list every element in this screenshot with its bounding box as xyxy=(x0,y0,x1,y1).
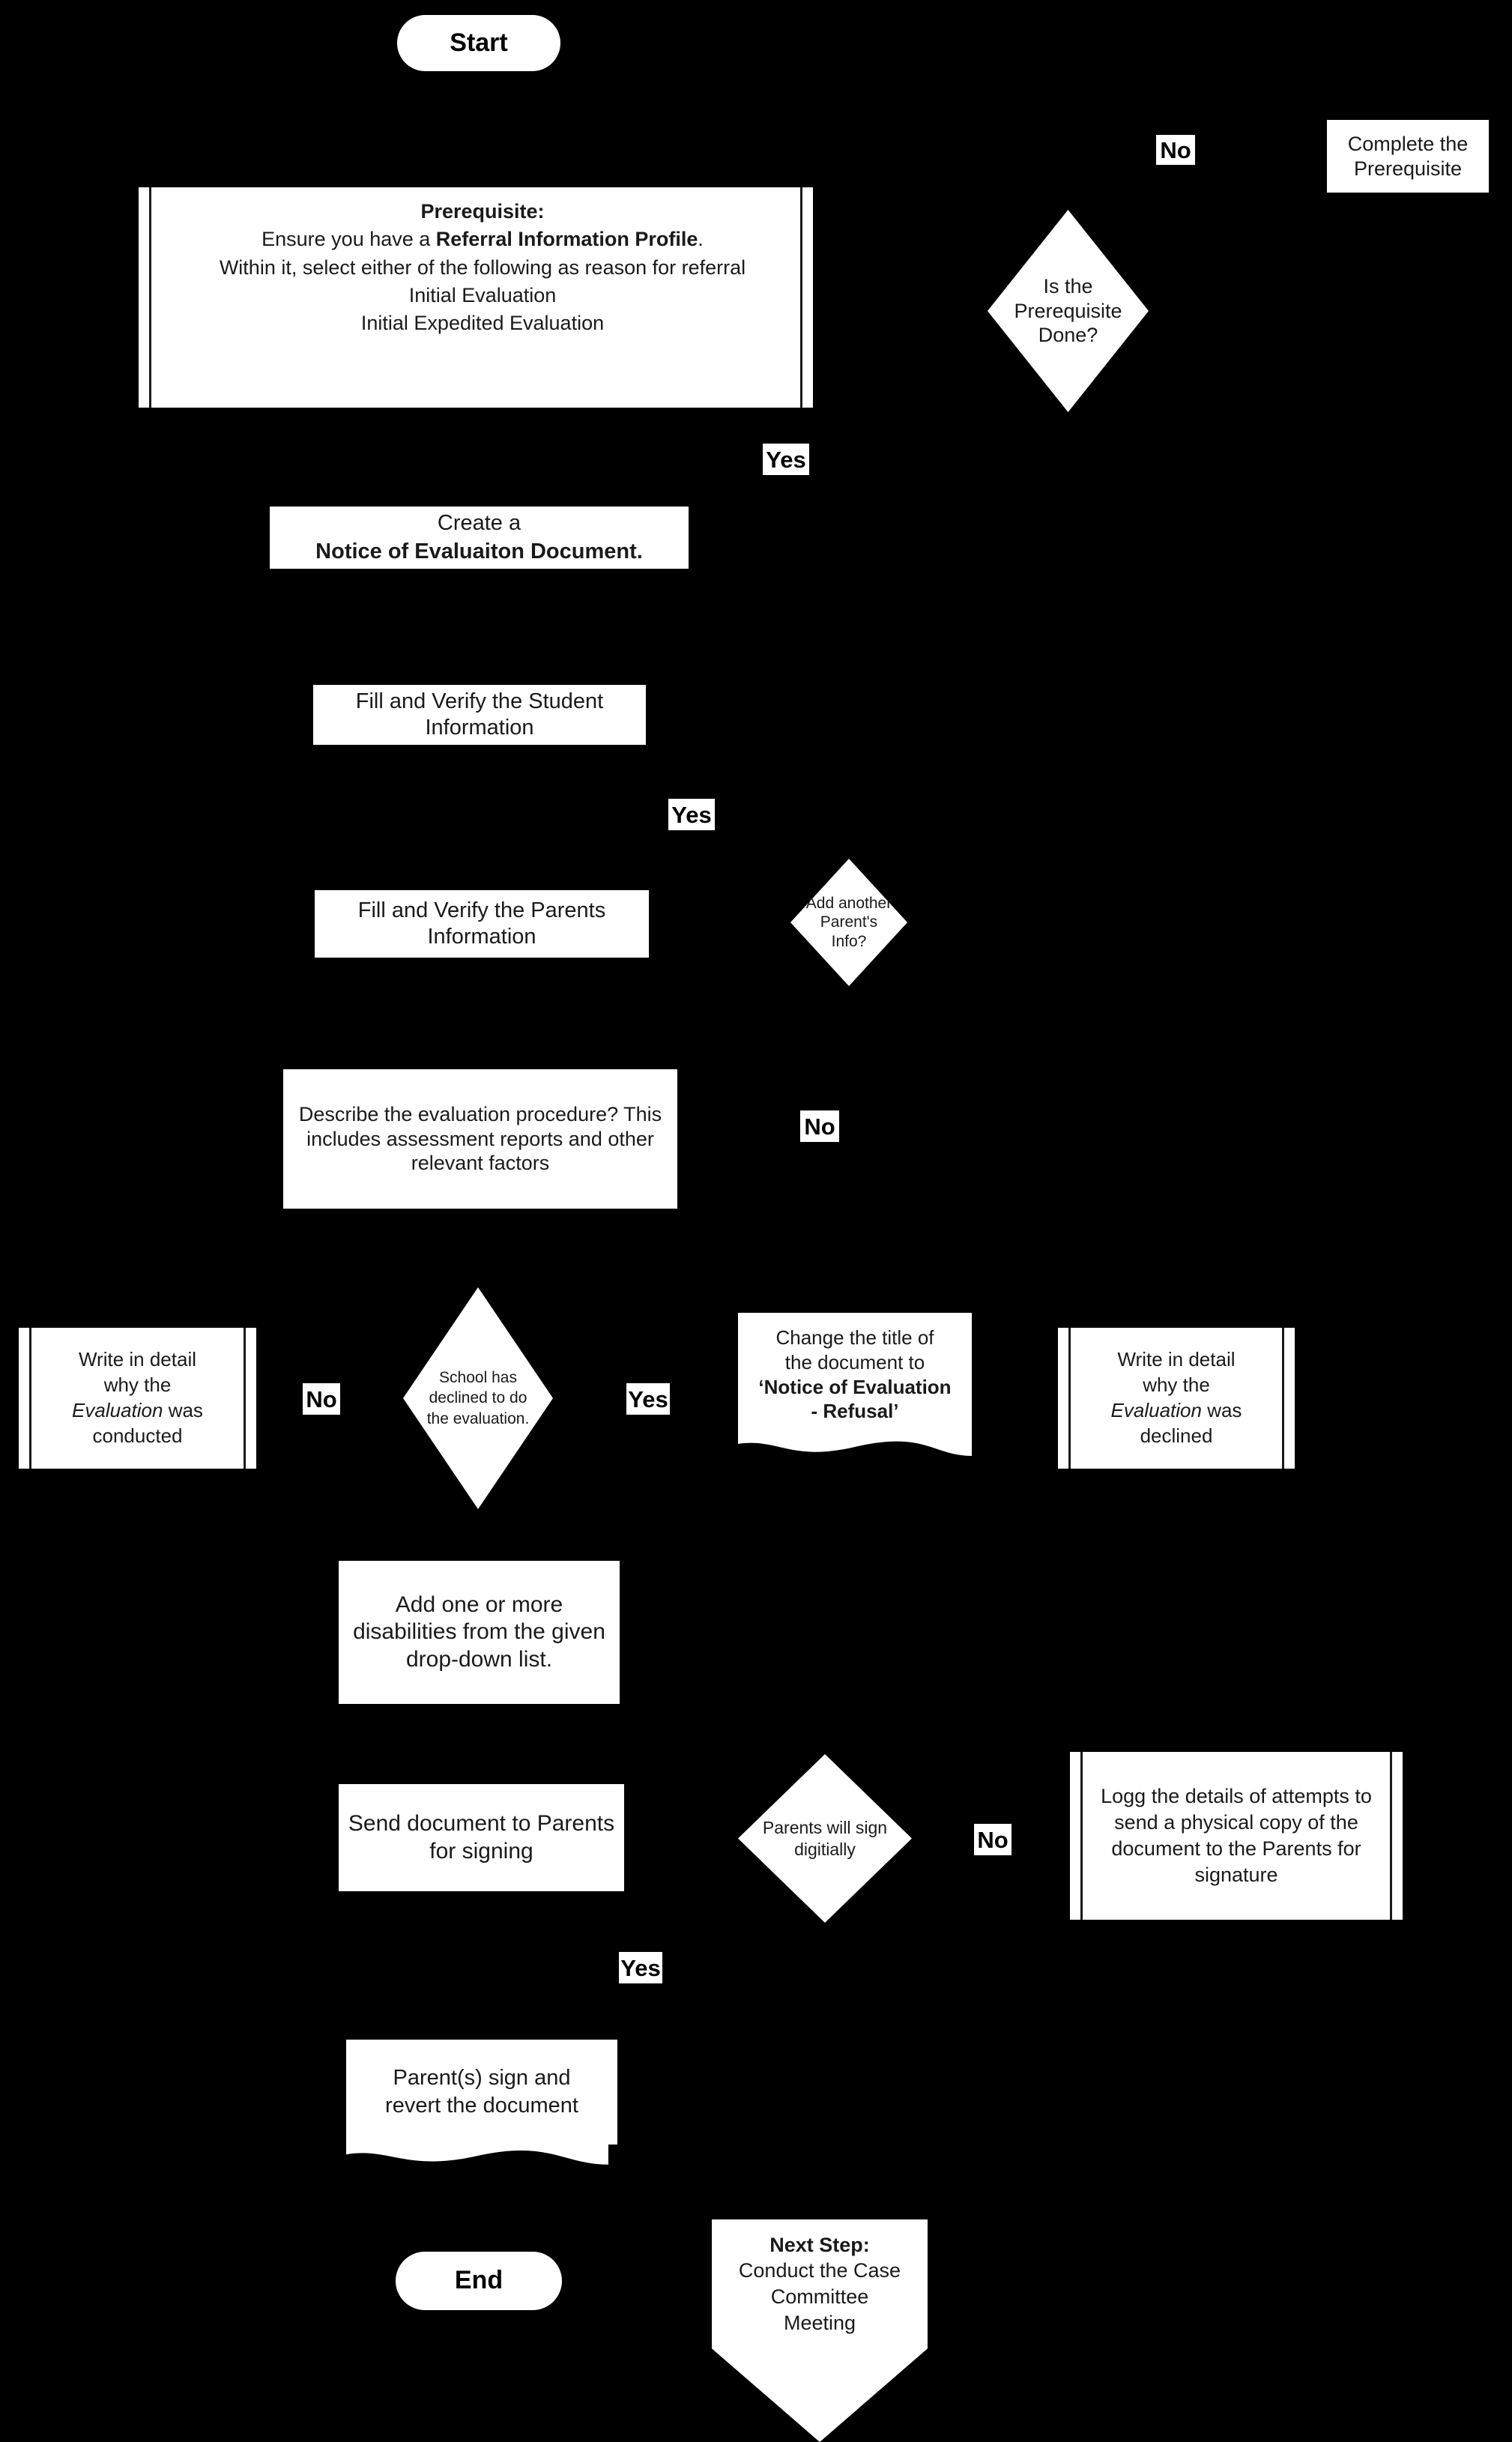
predef-right-rule xyxy=(1282,1328,1284,1469)
node-complete-prerequisite-label: Complete the Prerequisite xyxy=(1347,132,1469,180)
node-send-document-label: Send document to Parents for signing xyxy=(348,1810,615,1864)
write-declined-line3-tail: was xyxy=(1201,1399,1242,1421)
edge-label-declined-no: No xyxy=(303,1383,340,1415)
node-add-another-parent-info[interactable]: Add another Parent's Info? xyxy=(790,859,907,986)
node-add-disabilities-label: Add one or more disabilities from the gi… xyxy=(353,1592,605,1672)
node-change-title[interactable]: Change the title of the document to ‘Not… xyxy=(738,1313,972,1472)
write-conducted-line4: conducted xyxy=(92,1424,183,1447)
edge-label-prerequisite-no-text: No xyxy=(1160,136,1191,163)
predef-left-rule xyxy=(29,1328,31,1469)
next-step-line3: Committee xyxy=(770,2285,869,2308)
edge-label-declined-no-text: No xyxy=(306,1385,337,1412)
edge-label-sign-no: No xyxy=(974,1824,1011,1855)
node-parents-sign-digitally-label: Parents will sign digitially xyxy=(762,1817,888,1859)
node-fill-parents-information[interactable]: Fill and Verify the Parents Information xyxy=(315,890,649,958)
node-write-why-declined-text: Write in detail why the Evaluation was d… xyxy=(1077,1328,1275,1469)
change-title-line4: - Refusal’ xyxy=(811,1400,899,1423)
document-wave-edge xyxy=(346,2137,608,2165)
edge-label-add-parent-no: No xyxy=(800,1110,839,1142)
predef-left-rule xyxy=(1068,1328,1071,1469)
node-create-notice[interactable]: Create a Notice of Evaluaiton Document. xyxy=(270,507,689,569)
node-fill-student-information[interactable]: Fill and Verify the Student Information xyxy=(313,685,646,745)
edge-label-prerequisite-yes-text: Yes xyxy=(766,446,806,473)
node-school-declined[interactable]: School has declined to do the evaluation… xyxy=(403,1287,553,1509)
node-describe-procedure[interactable]: Describe the evaluation procedure? This … xyxy=(283,1069,677,1209)
prereq-line3: Within it, select either of the followin… xyxy=(219,256,746,279)
prereq-line2-a: Ensure you have a xyxy=(261,228,436,251)
change-title-line2: the document to xyxy=(784,1350,925,1373)
write-declined-line2: why the xyxy=(1143,1373,1210,1397)
change-title-line3: ‘Notice of Evaluation xyxy=(758,1375,952,1398)
create-notice-line2: Notice of Evaluaiton Document xyxy=(315,539,637,563)
next-step-line4: Meeting xyxy=(783,2311,856,2334)
node-log-attempts-label: Logg the details of attempts to send a p… xyxy=(1101,1784,1372,1887)
doc-body xyxy=(738,1313,972,1436)
next-step-line2: Conduct the Case xyxy=(738,2259,901,2282)
edge-label-declined-yes: Yes xyxy=(626,1383,670,1415)
predef-left-rule xyxy=(149,187,151,408)
node-parents-sign-revert-label: Parent(s) sign and revert the document xyxy=(385,2066,578,2118)
doc-body xyxy=(346,2040,617,2145)
node-send-document[interactable]: Send document to Parents for signing xyxy=(339,1784,624,1891)
edge-label-sign-yes: Yes xyxy=(619,1952,662,1983)
node-parents-sign-revert[interactable]: Parent(s) sign and revert the document xyxy=(346,2040,617,2178)
write-declined-line4: declined xyxy=(1140,1424,1213,1447)
predef-right-rule xyxy=(1390,1752,1392,1920)
next-step-line1: Next Step: xyxy=(769,2233,870,2256)
node-complete-prerequisite[interactable]: Complete the Prerequisite xyxy=(1327,120,1489,193)
prereq-line2-b: Referral Information Profile xyxy=(435,228,698,251)
node-is-prerequisite-done-label: Is the Prerequisite Done? xyxy=(1014,274,1122,347)
node-end-label: End xyxy=(454,2266,504,2295)
prereq-line4: Initial Evaluation xyxy=(408,283,557,306)
node-next-step[interactable]: Next Step: Conduct the Case Committee Me… xyxy=(712,2219,928,2442)
write-declined-line1: Write in detail xyxy=(1117,1348,1236,1371)
create-notice-line1: Create a xyxy=(437,511,521,536)
node-fill-student-information-label: Fill and Verify the Student Information xyxy=(355,689,604,740)
edge-label-add-parent-yes-text: Yes xyxy=(671,801,712,828)
node-describe-procedure-label: Describe the evaluation procedure? This … xyxy=(298,1102,662,1175)
prereq-line2-c: . xyxy=(698,228,704,251)
write-conducted-line3-tail: was xyxy=(163,1399,203,1421)
write-declined-line3-italic: Evaluation xyxy=(1110,1399,1202,1421)
prereq-line5: Initial Expedited Evaluation xyxy=(360,312,605,334)
node-is-prerequisite-done[interactable]: Is the Prerequisite Done? xyxy=(988,210,1149,412)
node-fill-parents-information-label: Fill and Verify the Parents Information xyxy=(357,898,606,949)
edge-label-add-parent-no-text: No xyxy=(804,1113,835,1140)
edge-label-add-parent-yes: Yes xyxy=(668,799,715,830)
predef-left-rule xyxy=(1080,1752,1083,1920)
document-wave-edge xyxy=(738,1429,972,1456)
node-start-label: Start xyxy=(450,28,508,57)
write-conducted-line2: why the xyxy=(103,1373,172,1397)
prereq-line1: Prerequisite: xyxy=(420,200,545,223)
node-add-disabilities[interactable]: Add one or more disabilities from the gi… xyxy=(339,1561,620,1704)
node-write-why-conducted-text: Write in detail why the Evaluation was c… xyxy=(38,1328,237,1469)
node-prerequisite[interactable]: Prerequisite: Ensure you have a Referral… xyxy=(139,187,813,408)
predef-right-rule xyxy=(800,187,802,408)
node-start[interactable]: Start xyxy=(397,15,560,71)
node-change-title-text: Change the title of the document to ‘Not… xyxy=(744,1313,966,1436)
node-log-attempts[interactable]: Logg the details of attempts to send a p… xyxy=(1070,1752,1403,1920)
node-next-step-text: Next Step: Conduct the Case Committee Me… xyxy=(716,2219,923,2348)
write-conducted-line3-italic: Evaluation xyxy=(72,1399,163,1421)
node-school-declined-label: School has declined to do the evaluation… xyxy=(426,1369,530,1427)
edge-label-declined-yes-text: Yes xyxy=(628,1385,668,1412)
node-write-why-declined[interactable]: Write in detail why the Evaluation was d… xyxy=(1058,1328,1295,1469)
edge-label-prerequisite-yes: Yes xyxy=(763,444,809,475)
edge-label-sign-no-text: No xyxy=(977,1826,1008,1853)
node-add-another-parent-info-label: Add another Parent's Info? xyxy=(805,895,892,950)
node-create-notice-text: Create a Notice of Evaluaiton Document. xyxy=(315,510,643,565)
write-conducted-line1: Write in detail xyxy=(78,1348,196,1371)
node-end[interactable]: End xyxy=(396,2252,562,2310)
edge-label-sign-yes-text: Yes xyxy=(620,1954,661,1981)
node-prerequisite-text: Prerequisite: Ensure you have a Referral… xyxy=(158,187,793,408)
node-write-why-conducted[interactable]: Write in detail why the Evaluation was c… xyxy=(19,1328,256,1469)
create-notice-line2-tail: . xyxy=(636,539,643,563)
edge-label-prerequisite-no: No xyxy=(1156,135,1195,165)
predef-right-rule xyxy=(244,1328,246,1469)
node-parents-sign-digitally[interactable]: Parents will sign digitially xyxy=(738,1754,912,1923)
change-title-line1: Change the title of xyxy=(775,1326,934,1349)
